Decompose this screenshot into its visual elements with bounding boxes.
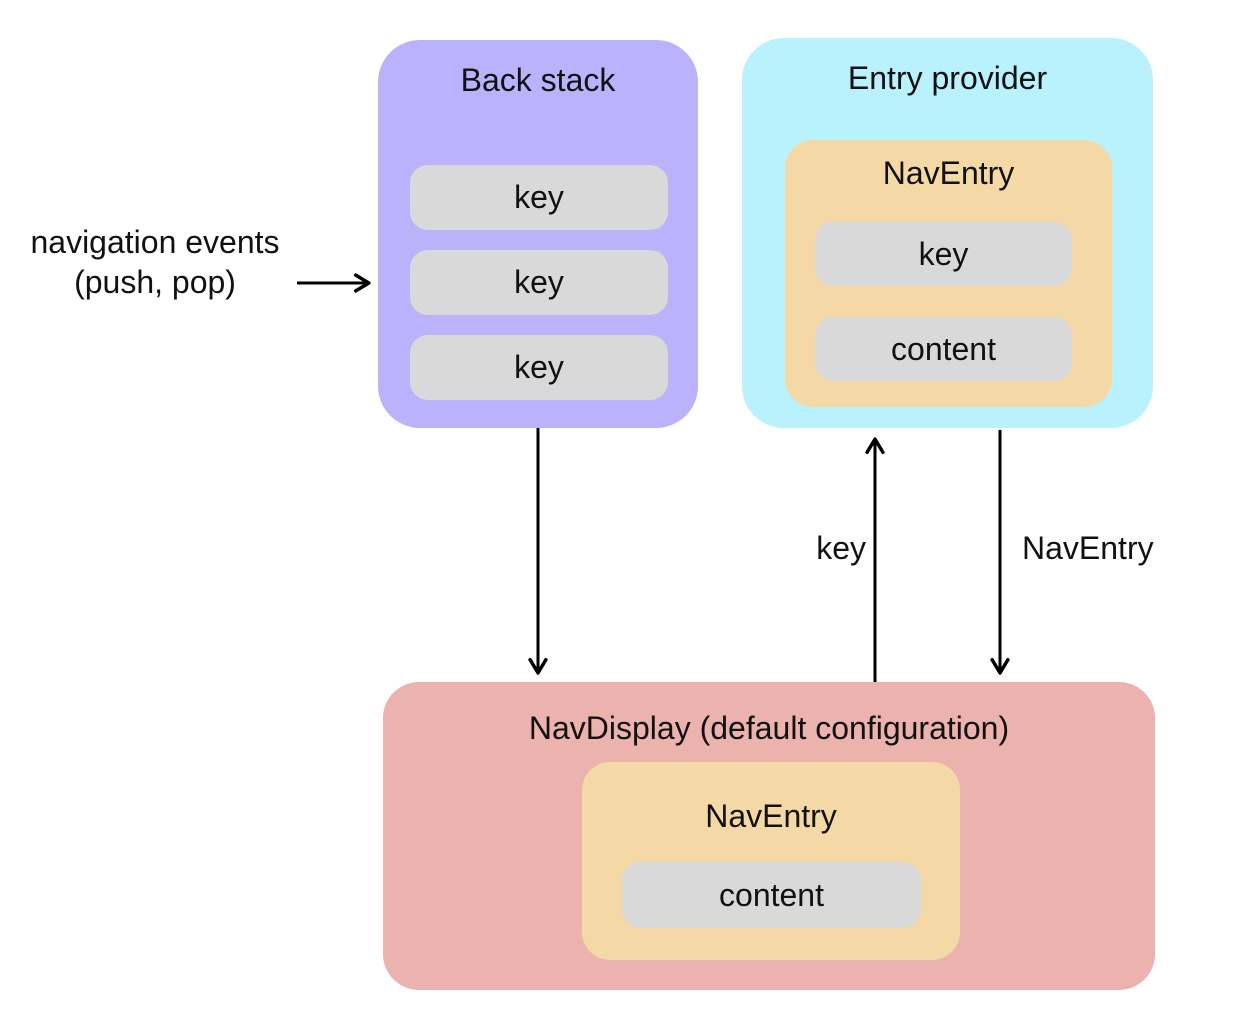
navdisplay-title: NavDisplay (default configuration) [528, 710, 1010, 746]
navigation-events-label: navigation events (push, pop) [5, 222, 305, 302]
entry-provider-key-field: key [815, 222, 1072, 286]
navdisplay-naventry-box [582, 762, 960, 960]
key-arrow-label: key [816, 530, 866, 566]
navigation-events-line1: navigation events [30, 224, 280, 260]
entry-provider-content-field: content [815, 317, 1072, 381]
entry-provider-title: Entry provider [847, 60, 1048, 96]
navdisplay-naventry-title: NavEntry [705, 798, 837, 834]
naventry-arrow-label: NavEntry [1022, 530, 1154, 566]
entry-provider-naventry-title: NavEntry [882, 155, 1015, 191]
back-stack-key-2: key [410, 250, 668, 315]
navigation-events-line2: (push, pop) [74, 264, 236, 300]
back-stack-key-3: key [410, 335, 668, 400]
navdisplay-content-field: content [622, 862, 921, 928]
back-stack-title: Back stack [460, 62, 616, 98]
back-stack-key-1: key [410, 165, 668, 230]
